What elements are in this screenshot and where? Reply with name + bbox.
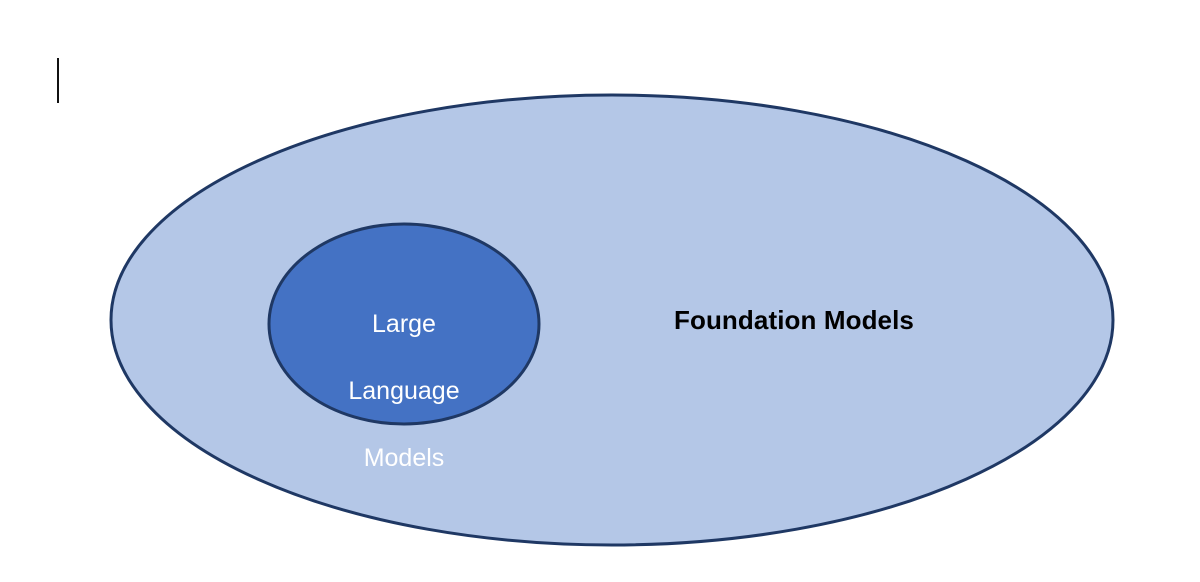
outer-ellipse-label: Foundation Models [673, 305, 914, 335]
inner-ellipse-label-line-1: Large [372, 309, 436, 338]
outer-ellipse-foundation-models[interactable] [109, 93, 1115, 547]
text-caret-icon [57, 58, 59, 103]
inner-ellipse-large-language-models[interactable] [267, 222, 541, 426]
inner-ellipse-label: Large Language Models [284, 274, 524, 509]
inner-ellipse-label-line-3: Models [363, 443, 445, 472]
inner-ellipse-label-line-2: Language [348, 376, 460, 405]
